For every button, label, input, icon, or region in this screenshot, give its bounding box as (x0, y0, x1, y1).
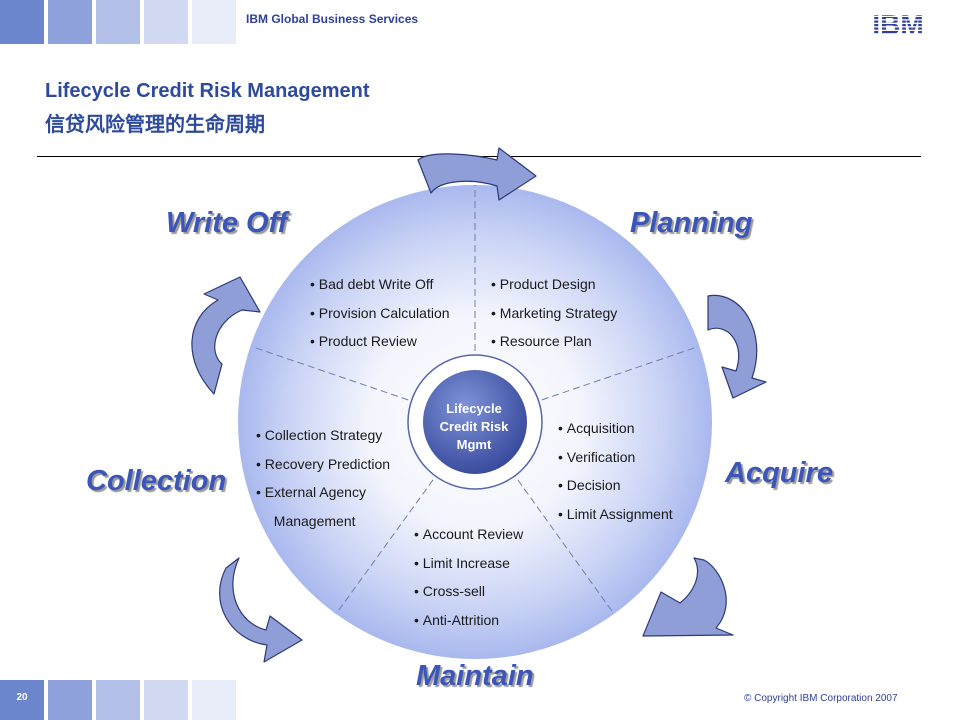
phase-label-maintain: Maintain (416, 660, 534, 692)
list-item: Acquisition (558, 414, 673, 443)
header-square (96, 0, 140, 44)
page-title: Lifecycle Credit Risk Management (45, 80, 370, 102)
footer-square (0, 680, 44, 720)
curved-arrow-icon (707, 294, 767, 399)
segment-divider (252, 346, 430, 408)
list-item: Product Design (491, 270, 617, 299)
list-item: Decision (558, 471, 673, 500)
curved-arrow-icon (191, 276, 261, 395)
company-name: IBM Global Business Services (246, 12, 419, 26)
acquire-list: Acquisition Verification Decision Limit … (558, 414, 673, 528)
svg-text:IBM: IBM (872, 10, 923, 38)
phase-label-planning: Planning (630, 207, 753, 239)
list-item: Product Review (310, 327, 450, 356)
footer-square (48, 680, 92, 720)
list-item: Resource Plan (491, 327, 617, 356)
header-square (48, 0, 92, 44)
segment-divider (520, 346, 698, 408)
curved-arrow-icon (219, 557, 303, 663)
center-label-line: Lifecycle (446, 401, 502, 416)
header-square (192, 0, 236, 44)
center-label-line: Mgmt (456, 437, 492, 452)
list-item: Limit Increase (414, 549, 523, 578)
phase-label-write-off: Write Off (166, 207, 288, 239)
header-square (0, 0, 44, 44)
write-off-list: Bad debt Write Off Provision Calculation… (310, 270, 450, 356)
list-item: Collection Strategy (256, 421, 390, 450)
hub-circle (423, 370, 527, 474)
list-item: Marketing Strategy (491, 299, 618, 328)
curved-arrow-icon (417, 147, 537, 201)
phase-label-collection: Collection (86, 465, 227, 497)
copyright-text: © Copyright IBM Corporation 2007 (744, 693, 898, 704)
ibm-logo: IBM (872, 10, 923, 38)
center-label-line: Credit Risk (439, 419, 509, 434)
header-square (144, 0, 188, 44)
center-label: Lifecycle Credit Risk Mgmt (424, 400, 524, 454)
segment-divider (504, 461, 615, 615)
footer-square (96, 680, 140, 720)
footer-square (144, 680, 188, 720)
list-item: Verification (558, 443, 673, 472)
maintain-list: Account Review Limit Increase Cross-sell… (414, 520, 523, 634)
list-item: Management (273, 512, 356, 529)
phase-label-acquire: Acquire (725, 457, 833, 489)
list-item: Account Review (414, 520, 523, 549)
list-item: Bad debt Write Off (310, 270, 450, 299)
curved-arrow-icon (642, 557, 734, 637)
list-item: Limit Assignment (558, 500, 673, 529)
collection-list: Collection Strategy Recovery Prediction … (256, 421, 390, 535)
page-subtitle: 信贷风险管理的生命周期 (45, 114, 265, 136)
list-item: External Agency (256, 478, 390, 507)
list-item: Cross-sell (414, 577, 523, 606)
page-number: 20 (16, 692, 28, 703)
list-item: Anti-Attrition (414, 606, 523, 635)
list-item: Recovery Prediction (256, 450, 390, 479)
planning-list: Product Design Marketing Strategy Resour… (491, 270, 618, 356)
segment-divider (335, 461, 447, 615)
footer-square (192, 680, 236, 720)
list-item: Provision Calculation (310, 299, 450, 328)
